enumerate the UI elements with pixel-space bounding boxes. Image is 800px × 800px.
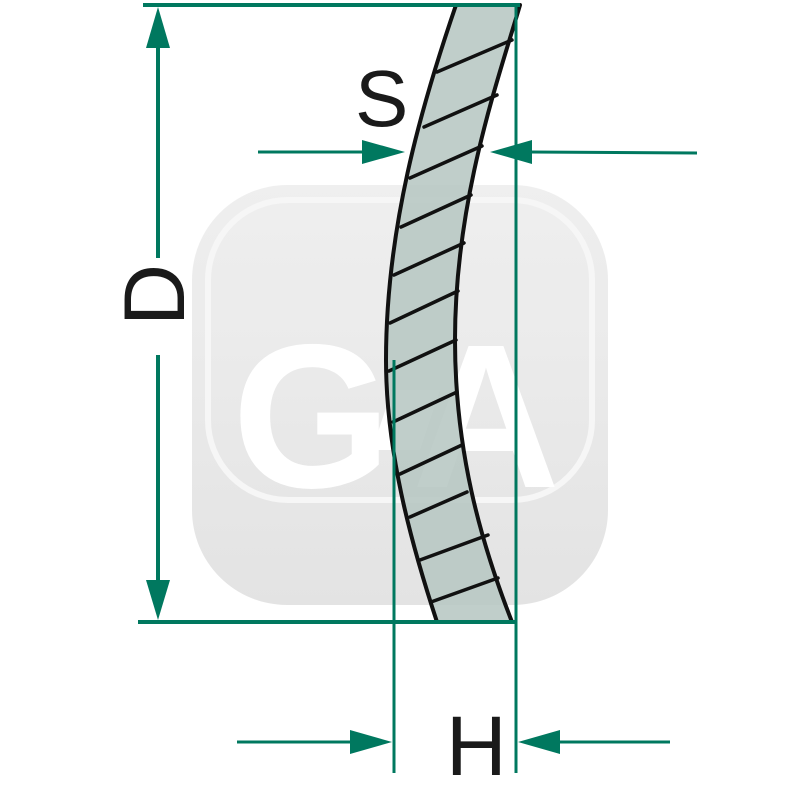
dimension-lines	[138, 3, 698, 773]
d-arrow-up-icon	[146, 7, 170, 48]
s-arrow-right-icon	[362, 140, 405, 164]
s-arrow-left-icon	[490, 140, 532, 164]
d-arrow-down-icon	[146, 580, 170, 620]
washer-cross-section	[384, 3, 522, 624]
label-thickness-s: S	[355, 54, 408, 143]
watermark-letter-g: G	[232, 302, 391, 531]
h-arrow-right-icon	[350, 730, 392, 754]
label-diameter-d: D	[107, 264, 203, 326]
label-height-h: H	[446, 699, 507, 793]
h-arrow-left-icon	[518, 730, 560, 754]
